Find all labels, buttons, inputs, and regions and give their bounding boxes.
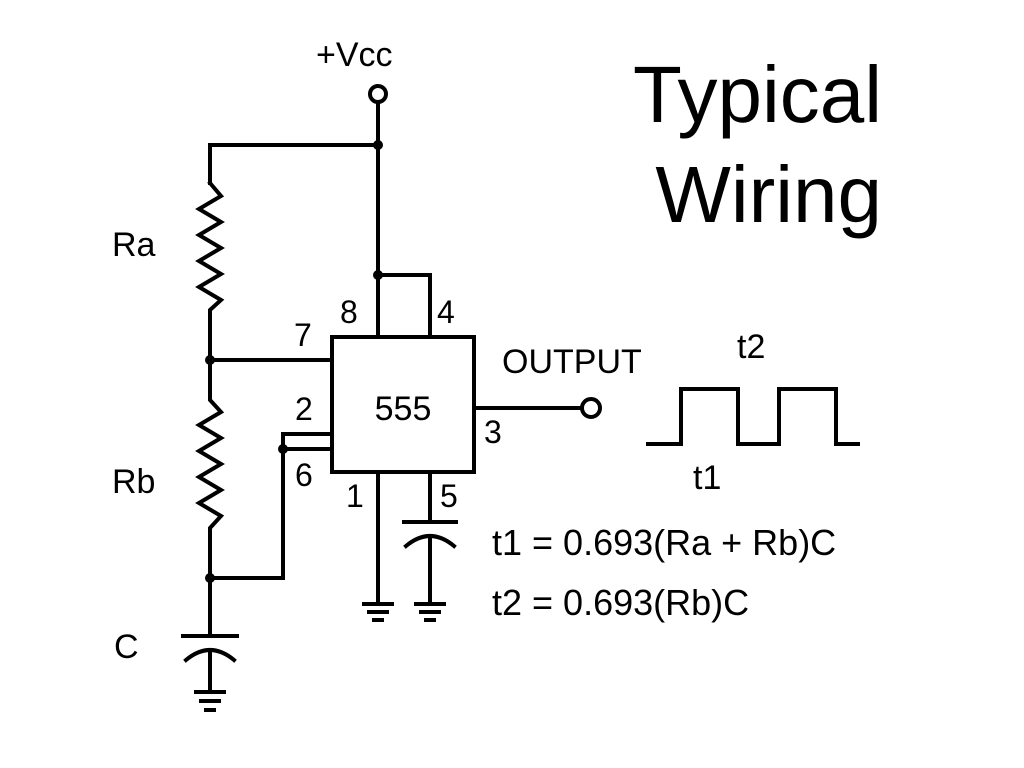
pin-5-label: 5 <box>440 478 458 514</box>
junction-top-rail <box>373 140 383 150</box>
equation-t2: t2 = 0.693(Rb)C <box>492 582 749 623</box>
title-line-2: Wiring <box>655 150 882 239</box>
top-rail-wire <box>208 143 380 185</box>
title-line-1: Typical <box>633 50 882 139</box>
ground-symbol-c <box>194 690 226 712</box>
pin-4-label: 4 <box>437 294 455 330</box>
ground-symbol-pin1 <box>362 602 394 622</box>
ra-label: Ra <box>112 226 156 264</box>
resistor-ra <box>195 180 225 362</box>
pin-2-label: 2 <box>295 391 313 427</box>
threshold-trigger-wire <box>208 432 334 580</box>
output-label: OUTPUT <box>502 343 642 381</box>
junction-pin2-pin6 <box>278 444 288 454</box>
ic-555-label: 555 <box>375 390 432 428</box>
waveform-t2-label: t2 <box>737 328 765 366</box>
junction-pin8-pin4 <box>373 270 383 280</box>
pin-1-label: 1 <box>346 478 364 514</box>
rb-label: Rb <box>112 463 155 501</box>
equation-t1: t1 = 0.693(Ra + Rb)C <box>492 522 836 563</box>
resistor-rb <box>195 358 225 580</box>
output-waveform <box>646 387 860 446</box>
c-label: C <box>114 628 139 666</box>
vcc-terminal <box>368 84 388 104</box>
pin4-reset-wire <box>376 273 432 337</box>
output-terminal <box>580 397 602 419</box>
ground-symbol-pin5 <box>414 602 446 622</box>
pin-6-label: 6 <box>295 457 313 493</box>
pin-8-label: 8 <box>340 294 358 330</box>
ic-555-body <box>330 335 476 474</box>
pin-3-label: 3 <box>484 414 502 450</box>
vcc-label: +Vcc <box>316 36 393 74</box>
pin-7-label: 7 <box>294 317 312 353</box>
waveform-t1-label: t1 <box>693 459 721 497</box>
